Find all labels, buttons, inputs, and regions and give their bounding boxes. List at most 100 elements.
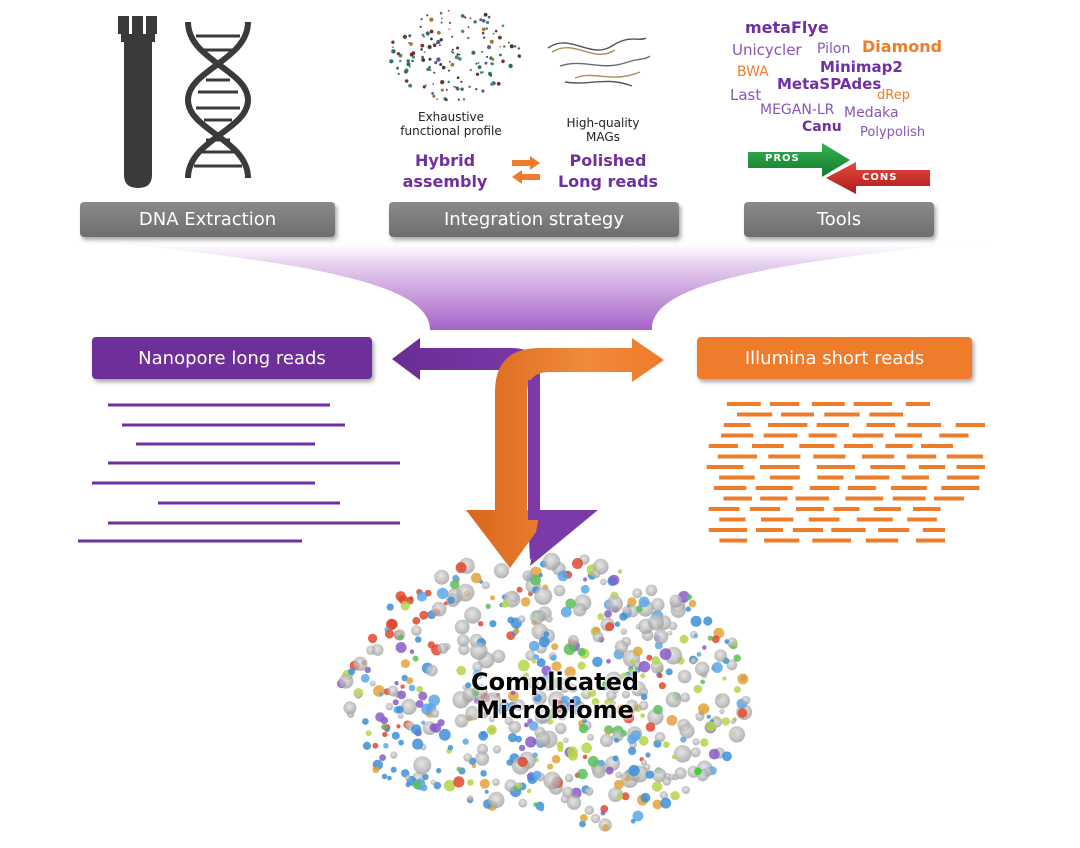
microbe-dot bbox=[387, 775, 392, 781]
microbe-dot bbox=[485, 603, 491, 609]
network-node bbox=[404, 69, 408, 74]
network-node bbox=[475, 88, 478, 91]
microbe-dot bbox=[616, 793, 624, 800]
microbe-dot bbox=[737, 708, 748, 718]
microbe-dot bbox=[573, 603, 587, 617]
microbe-dot bbox=[726, 659, 738, 671]
microbe-dot bbox=[692, 738, 700, 746]
microbe-dot bbox=[390, 766, 397, 773]
microbe-dot bbox=[659, 648, 672, 660]
network-node bbox=[457, 98, 460, 101]
microbe-dot bbox=[663, 741, 670, 748]
network-node bbox=[483, 12, 488, 17]
microbe-dot bbox=[612, 755, 619, 762]
microbe-dot bbox=[535, 731, 551, 747]
microbe-dot bbox=[584, 805, 594, 815]
microbe-dot bbox=[492, 778, 500, 786]
microbe-dot bbox=[528, 721, 539, 731]
microbe-dot bbox=[592, 631, 604, 643]
network-node bbox=[406, 62, 411, 67]
microbe-dot bbox=[483, 692, 502, 710]
microbe-dot bbox=[394, 681, 399, 686]
microbe-dot bbox=[616, 704, 629, 717]
network-node bbox=[473, 20, 477, 24]
microbe-dot bbox=[524, 722, 529, 728]
microbe-dot bbox=[477, 743, 488, 755]
microbe-dot bbox=[582, 717, 588, 723]
microbe-dot bbox=[639, 700, 649, 711]
microbe-dot bbox=[693, 633, 699, 639]
network-node bbox=[392, 46, 394, 49]
network-node bbox=[460, 87, 464, 91]
network-node bbox=[489, 39, 494, 44]
microbe-dot bbox=[640, 713, 646, 719]
microbe-dot bbox=[580, 584, 590, 594]
network-node bbox=[514, 45, 517, 48]
network-node bbox=[456, 87, 460, 91]
microbe-dot bbox=[550, 654, 557, 661]
microbe-dot bbox=[367, 633, 378, 644]
microbe-dot bbox=[422, 773, 429, 781]
short-reads-dashes bbox=[706, 402, 985, 543]
microbe-dot bbox=[581, 742, 592, 754]
microbe-dot bbox=[343, 701, 357, 715]
network-node bbox=[423, 35, 425, 38]
microbe-dot bbox=[464, 606, 482, 624]
microbe-dot bbox=[568, 683, 578, 693]
network-node bbox=[454, 86, 457, 88]
microbe-dot bbox=[489, 620, 497, 628]
microbe-dot bbox=[600, 810, 606, 816]
microbe-dot bbox=[613, 737, 620, 743]
microbe-dot bbox=[534, 587, 553, 606]
tools-text: Tools bbox=[816, 209, 862, 230]
microbe-dot bbox=[577, 768, 588, 780]
network-node bbox=[408, 83, 412, 88]
microbe-dot bbox=[456, 665, 467, 676]
network-node bbox=[461, 29, 465, 33]
microbe-dot bbox=[428, 694, 441, 707]
microbe-dot bbox=[431, 601, 447, 617]
microbe-dot bbox=[591, 569, 601, 579]
network-node bbox=[475, 62, 478, 65]
microbe-dot bbox=[452, 574, 459, 582]
microbe-dot bbox=[560, 795, 569, 804]
network-node bbox=[481, 31, 485, 35]
network-node bbox=[439, 38, 443, 42]
microbe-dot bbox=[481, 731, 487, 737]
network-node bbox=[450, 62, 455, 67]
microbe-dot bbox=[533, 693, 542, 702]
microbe-dot bbox=[621, 690, 630, 699]
tool-polypolish: Polypolish bbox=[860, 125, 926, 140]
microbe-dot bbox=[696, 651, 702, 657]
polished-long-reads-label: Polished Long reads bbox=[557, 151, 659, 191]
microbe-dot bbox=[348, 668, 356, 676]
microbe-dot bbox=[681, 786, 690, 794]
microbe-dot bbox=[470, 642, 488, 660]
network-node bbox=[451, 50, 453, 53]
microbe-dot bbox=[355, 692, 362, 699]
microbe-dot bbox=[508, 690, 519, 702]
microbe-dot bbox=[391, 731, 400, 740]
network-node bbox=[428, 57, 432, 61]
microbe-dot bbox=[605, 729, 610, 735]
microbe-dot bbox=[562, 786, 574, 798]
microbe-dot bbox=[413, 756, 432, 775]
microbe-dot bbox=[456, 583, 475, 602]
microbe-dot bbox=[665, 668, 673, 676]
microbe-dot bbox=[416, 591, 427, 602]
network-node bbox=[440, 80, 445, 85]
microbe-dot bbox=[518, 798, 528, 808]
microbe-dot bbox=[627, 734, 638, 745]
microbe-dot bbox=[708, 748, 720, 760]
network-node bbox=[421, 58, 426, 62]
microbe-dot bbox=[395, 591, 406, 602]
microbe-dot bbox=[531, 659, 537, 664]
microbe-dot bbox=[693, 684, 703, 694]
microbe-dot bbox=[517, 737, 522, 742]
network-node bbox=[391, 49, 396, 54]
microbe-dot bbox=[614, 640, 629, 654]
microbe-dot bbox=[695, 661, 710, 676]
network-node bbox=[475, 72, 480, 77]
network-node bbox=[460, 14, 465, 18]
microbe-dot bbox=[605, 671, 623, 689]
